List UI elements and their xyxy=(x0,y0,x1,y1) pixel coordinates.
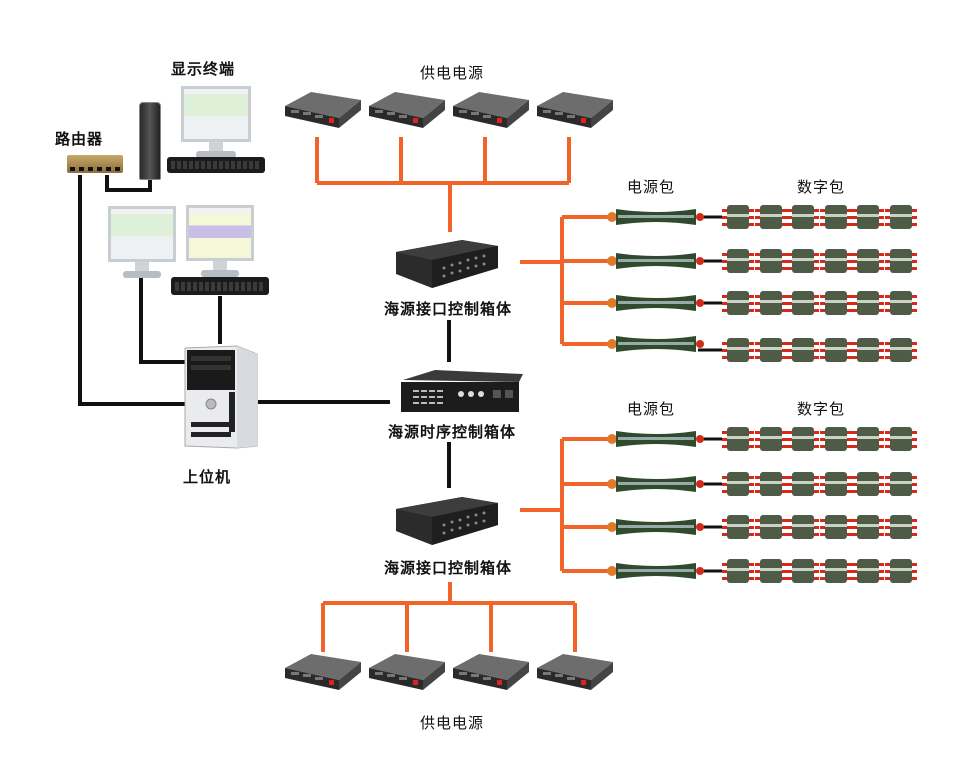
digital-pack-icon xyxy=(884,470,917,502)
digital-pack-icon xyxy=(722,336,754,368)
digital-pack-icon xyxy=(884,336,917,368)
digital-pack-icon xyxy=(754,203,787,235)
power-supply-unit-icon xyxy=(451,88,531,132)
digital-pack-icon xyxy=(722,203,754,235)
digital-pack-icon xyxy=(819,336,852,368)
monitor-icon xyxy=(181,86,251,158)
digital-pack-icon xyxy=(819,470,852,502)
label-timing-box: 海源时序控制箱体 xyxy=(388,423,517,441)
digital-pack-icon xyxy=(787,513,819,545)
router-icon xyxy=(67,155,123,173)
power-supply-unit-icon xyxy=(367,650,447,694)
signal-line xyxy=(139,278,186,364)
digital-pack-icon xyxy=(852,425,884,457)
display-tower-icon xyxy=(139,102,161,180)
power-pack-icon xyxy=(606,333,706,359)
digital-pack-icon xyxy=(884,425,917,457)
power-pack-icon xyxy=(606,428,706,454)
digital-pack-icon xyxy=(787,470,819,502)
keyboard-icon xyxy=(167,157,265,173)
digital-pack-icon xyxy=(819,513,852,545)
power-pack-icon xyxy=(606,292,706,318)
digital-pack-icon xyxy=(819,289,852,321)
label-power-supply-bottom: 供电电源 xyxy=(420,714,485,732)
signal-line xyxy=(78,175,186,406)
digital-pack-icon xyxy=(819,247,852,279)
label-digital-pack-top: 数字包 xyxy=(797,178,846,196)
power-supply-unit-icon xyxy=(283,650,363,694)
power-supply-unit-icon xyxy=(535,650,615,694)
digital-pack-icon xyxy=(852,470,884,502)
monitor-icon xyxy=(108,206,176,278)
digital-pack-icon xyxy=(884,513,917,545)
digital-pack-icon xyxy=(754,336,787,368)
digital-pack-icon xyxy=(787,425,819,457)
label-host-computer: 上位机 xyxy=(183,468,232,486)
digital-pack-icon xyxy=(722,289,754,321)
digital-pack-icon xyxy=(884,247,917,279)
digital-pack-icon xyxy=(884,557,917,589)
label-display-terminal: 显示终端 xyxy=(171,60,236,78)
digital-pack-icon xyxy=(884,203,917,235)
digital-pack-icon xyxy=(787,203,819,235)
digital-pack-icon xyxy=(787,557,819,589)
digital-pack-icon xyxy=(722,557,754,589)
digital-pack-icon xyxy=(852,247,884,279)
digital-pack-icon xyxy=(754,425,787,457)
digital-pack-icon xyxy=(787,289,819,321)
label-interface-box-top: 海源接口控制箱体 xyxy=(384,300,513,318)
power-supply-unit-icon xyxy=(367,88,447,132)
keyboard-icon xyxy=(171,277,269,295)
digital-pack-icon xyxy=(852,513,884,545)
host-computer-icon xyxy=(184,345,258,449)
digital-pack-icon xyxy=(819,203,852,235)
label-interface-box-bottom: 海源接口控制箱体 xyxy=(384,559,513,577)
label-digital-pack-bottom: 数字包 xyxy=(797,400,846,418)
digital-pack-icon xyxy=(722,247,754,279)
label-power-supply-top: 供电电源 xyxy=(420,64,485,82)
digital-pack-icon xyxy=(787,336,819,368)
digital-pack-icon xyxy=(722,470,754,502)
digital-pack-icon xyxy=(852,336,884,368)
label-power-pack-top: 电源包 xyxy=(627,178,676,196)
power-supply-unit-icon xyxy=(283,88,363,132)
digital-pack-icon xyxy=(754,289,787,321)
digital-pack-icon xyxy=(852,289,884,321)
power-supply-unit-icon xyxy=(451,650,531,694)
power-pack-icon xyxy=(606,560,706,586)
power-pack-icon xyxy=(606,473,706,499)
digital-pack-icon xyxy=(852,557,884,589)
power-pack-icon xyxy=(606,250,706,276)
timing-control-box-icon xyxy=(401,370,523,412)
power-pack-icon xyxy=(606,206,706,232)
signal-line xyxy=(105,175,152,192)
interface-control-box-bottom-icon xyxy=(396,497,498,545)
digital-pack-icon xyxy=(754,247,787,279)
digital-pack-icon xyxy=(884,289,917,321)
digital-pack-icon xyxy=(819,557,852,589)
label-router: 路由器 xyxy=(55,130,104,148)
label-power-pack-bottom: 电源包 xyxy=(627,400,676,418)
monitor-icon xyxy=(186,205,254,277)
digital-pack-icon xyxy=(754,470,787,502)
digital-pack-icon xyxy=(754,513,787,545)
digital-pack-icon xyxy=(754,557,787,589)
power-supply-unit-icon xyxy=(535,88,615,132)
digital-pack-icon xyxy=(852,203,884,235)
power-pack-icon xyxy=(606,516,706,542)
digital-pack-icon xyxy=(722,513,754,545)
interface-control-box-top-icon xyxy=(396,240,498,288)
digital-pack-icon xyxy=(819,425,852,457)
digital-pack-icon xyxy=(722,425,754,457)
digital-pack-icon xyxy=(787,247,819,279)
